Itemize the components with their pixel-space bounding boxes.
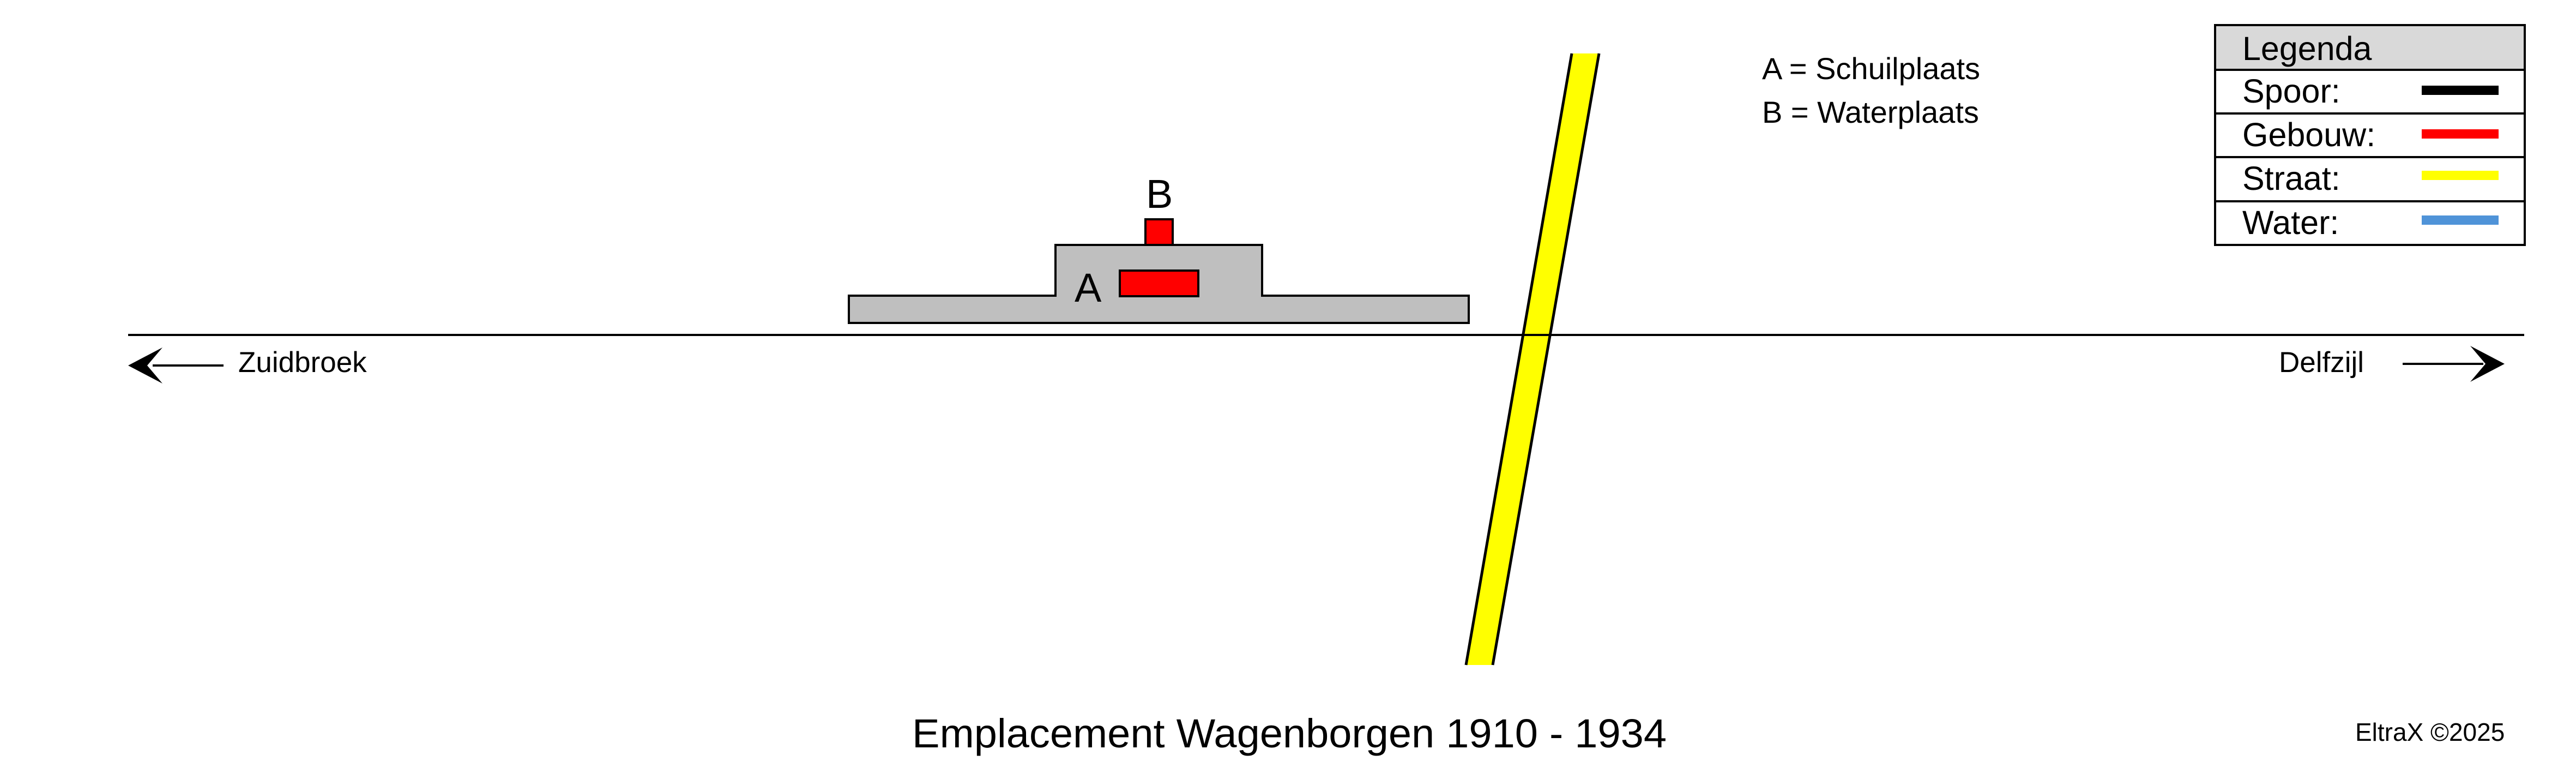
annotations: A = Schuilplaats B = Waterplaats (1762, 51, 1980, 129)
direction-delfzijl: Delfzijl (2279, 346, 2505, 382)
legend-swatch-gebouw (2422, 129, 2499, 139)
credit: EltraX ©2025 (2355, 718, 2505, 746)
direction-label-delfzijl: Delfzijl (2279, 346, 2364, 379)
building-a-schuilplaats (1119, 269, 1199, 297)
direction-zuidbroek: Zuidbroek (128, 346, 367, 383)
legend-header-bg (2215, 25, 2525, 70)
street-edge-left (1464, 53, 1573, 666)
legend-label-spoor: Spoor: (2242, 73, 2340, 110)
legend-label-gebouw: Gebouw: (2242, 116, 2375, 153)
building-b-label: B (1146, 171, 1173, 217)
legend-label-water: Water: (2242, 204, 2339, 241)
street-fill (1466, 53, 1599, 665)
legend-label-straat: Straat: (2242, 160, 2340, 197)
direction-label-zuidbroek: Zuidbroek (238, 346, 367, 379)
arrow-left-icon (128, 347, 224, 383)
annotation-a: A = Schuilplaats (1762, 51, 1980, 86)
building-a-label: A (1075, 265, 1102, 310)
street (1464, 53, 1601, 666)
diagram-title: Emplacement Wagenborgen 1910 - 1934 (912, 711, 1667, 756)
annotation-b: B = Waterplaats (1762, 95, 1979, 129)
legend: Legenda Spoor: Gebouw: Straat: Water: (2214, 24, 2526, 246)
legend-border (2214, 24, 2526, 246)
building-b-waterplaats (1144, 218, 1174, 246)
legend-swatch-water (2422, 215, 2499, 225)
legend-swatch-spoor (2422, 86, 2499, 95)
street-edge-right (1491, 53, 1601, 666)
arrow-right-icon (2403, 346, 2505, 382)
legend-swatch-straat (2422, 171, 2499, 180)
legend-title: Legenda (2242, 30, 2372, 67)
